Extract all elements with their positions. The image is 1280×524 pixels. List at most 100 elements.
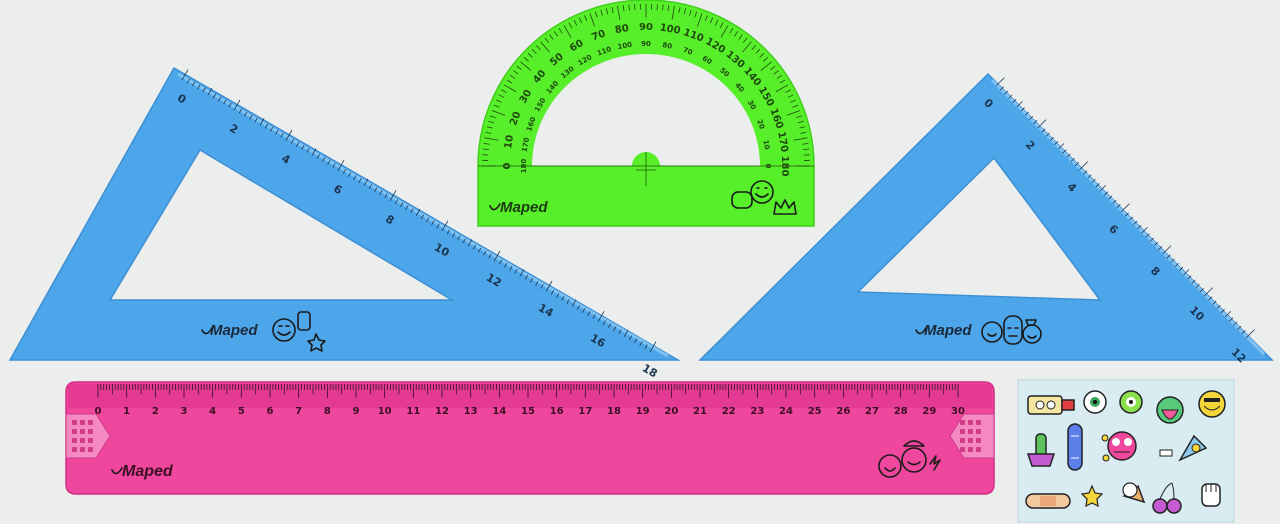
scale-label: 1 (123, 406, 130, 417)
scale-tick (763, 57, 769, 62)
scale-tick (1149, 237, 1154, 242)
scale-tick (694, 11, 698, 18)
scale-tick (720, 25, 729, 38)
scale-label: 17 (578, 406, 592, 417)
scale-tick (755, 48, 761, 54)
protractor-ticks (482, 3, 810, 167)
scale-tick (540, 283, 544, 289)
scale-label: 3 (181, 406, 188, 417)
scale-tick (671, 6, 675, 20)
scale-tick (759, 52, 765, 58)
scale-tick (483, 250, 487, 256)
scale-tick (1083, 170, 1088, 175)
scale-label: 60 (701, 54, 714, 66)
scale-tick (545, 280, 553, 292)
scale-tick (389, 190, 397, 202)
scale-tick (683, 8, 687, 15)
scale-tick (594, 11, 598, 18)
scale-label: 30 (746, 99, 758, 112)
scale-tick (394, 199, 399, 205)
scale-tick (999, 86, 1004, 91)
scale-tick (623, 329, 629, 338)
scale-tick (527, 52, 533, 58)
scale-tick (742, 41, 752, 53)
scale-tick (457, 235, 461, 241)
brand-swoosh-icon (201, 327, 213, 335)
scale-tick (535, 45, 541, 51)
scale-tick (280, 132, 284, 138)
grip-dot (88, 447, 93, 452)
scale-tick (628, 335, 633, 341)
scale-tick (1024, 111, 1029, 116)
scale-tick (1112, 199, 1117, 204)
scale-tick (264, 123, 269, 129)
scale-tick (489, 115, 496, 119)
grip-dot (968, 420, 973, 425)
scale-label: 2 (152, 406, 159, 417)
scale-tick (275, 129, 279, 135)
brand-logo: Maped (122, 463, 174, 480)
scale-tick (1233, 321, 1238, 326)
scale-tick (509, 74, 516, 79)
scale-tick (678, 7, 681, 14)
scale-tick (218, 96, 222, 102)
scale-tick (1166, 254, 1171, 259)
scale-tick (571, 299, 577, 307)
scale-tick (597, 311, 605, 322)
grip-dot (72, 429, 77, 434)
scale-tick (472, 244, 477, 250)
scale-tick (611, 7, 614, 14)
scale-tick (1066, 153, 1071, 158)
scale-tick (1058, 143, 1065, 150)
scale-label: 100 (659, 22, 682, 36)
smiley-skull-star-doodle-icon (272, 311, 326, 352)
scale-tick (1216, 304, 1221, 309)
scale-tick (775, 84, 789, 93)
scale-label: 19 (636, 406, 650, 417)
scale-tick (524, 274, 529, 280)
scale-tick (1237, 325, 1242, 330)
scale-tick (1229, 317, 1234, 322)
scale-tick (1091, 178, 1096, 183)
scale-tick (1033, 120, 1038, 125)
brand-logo: Maped (210, 322, 258, 339)
scale-label: 26 (836, 406, 850, 417)
scale-tick (628, 4, 630, 11)
scale-label: 29 (922, 406, 936, 417)
grip-dot (80, 420, 85, 425)
scale-tick (1087, 174, 1092, 179)
scale-tick (363, 178, 369, 186)
grip-dot (960, 420, 965, 425)
scale-tick (719, 22, 724, 29)
sticker-sheet (1017, 379, 1235, 523)
grip-dot (960, 438, 965, 443)
scale-tick (1049, 136, 1054, 141)
scale-tick (589, 13, 596, 27)
scale-tick (486, 126, 493, 129)
scale-tick (584, 15, 588, 22)
scale-tick (415, 208, 421, 217)
scale-tick (1037, 119, 1047, 129)
scale-tick (405, 205, 409, 211)
scale-tick (506, 79, 513, 84)
scale-tick (799, 126, 806, 129)
scale-label: 180 (520, 159, 528, 174)
scale-tick (501, 89, 507, 93)
scale-tick (374, 187, 378, 193)
scale-label: 16 (550, 406, 564, 417)
scale-tick (1141, 227, 1148, 234)
scale-tick (535, 280, 539, 286)
scale-tick (1191, 279, 1196, 284)
three-faces-doodle-icon (981, 315, 1042, 345)
scale-label: 18 (607, 406, 621, 417)
scale-tick (689, 9, 692, 16)
grip-dot (976, 429, 981, 434)
scale-tick (467, 239, 473, 247)
scale-tick (348, 172, 352, 177)
scale-tick (1224, 311, 1232, 318)
glue-bottle-sticker (1027, 395, 1075, 415)
scale-tick (192, 81, 196, 87)
scale-label: 13 (464, 406, 478, 417)
scale-label: 24 (779, 406, 793, 417)
scale-tick (639, 341, 643, 347)
